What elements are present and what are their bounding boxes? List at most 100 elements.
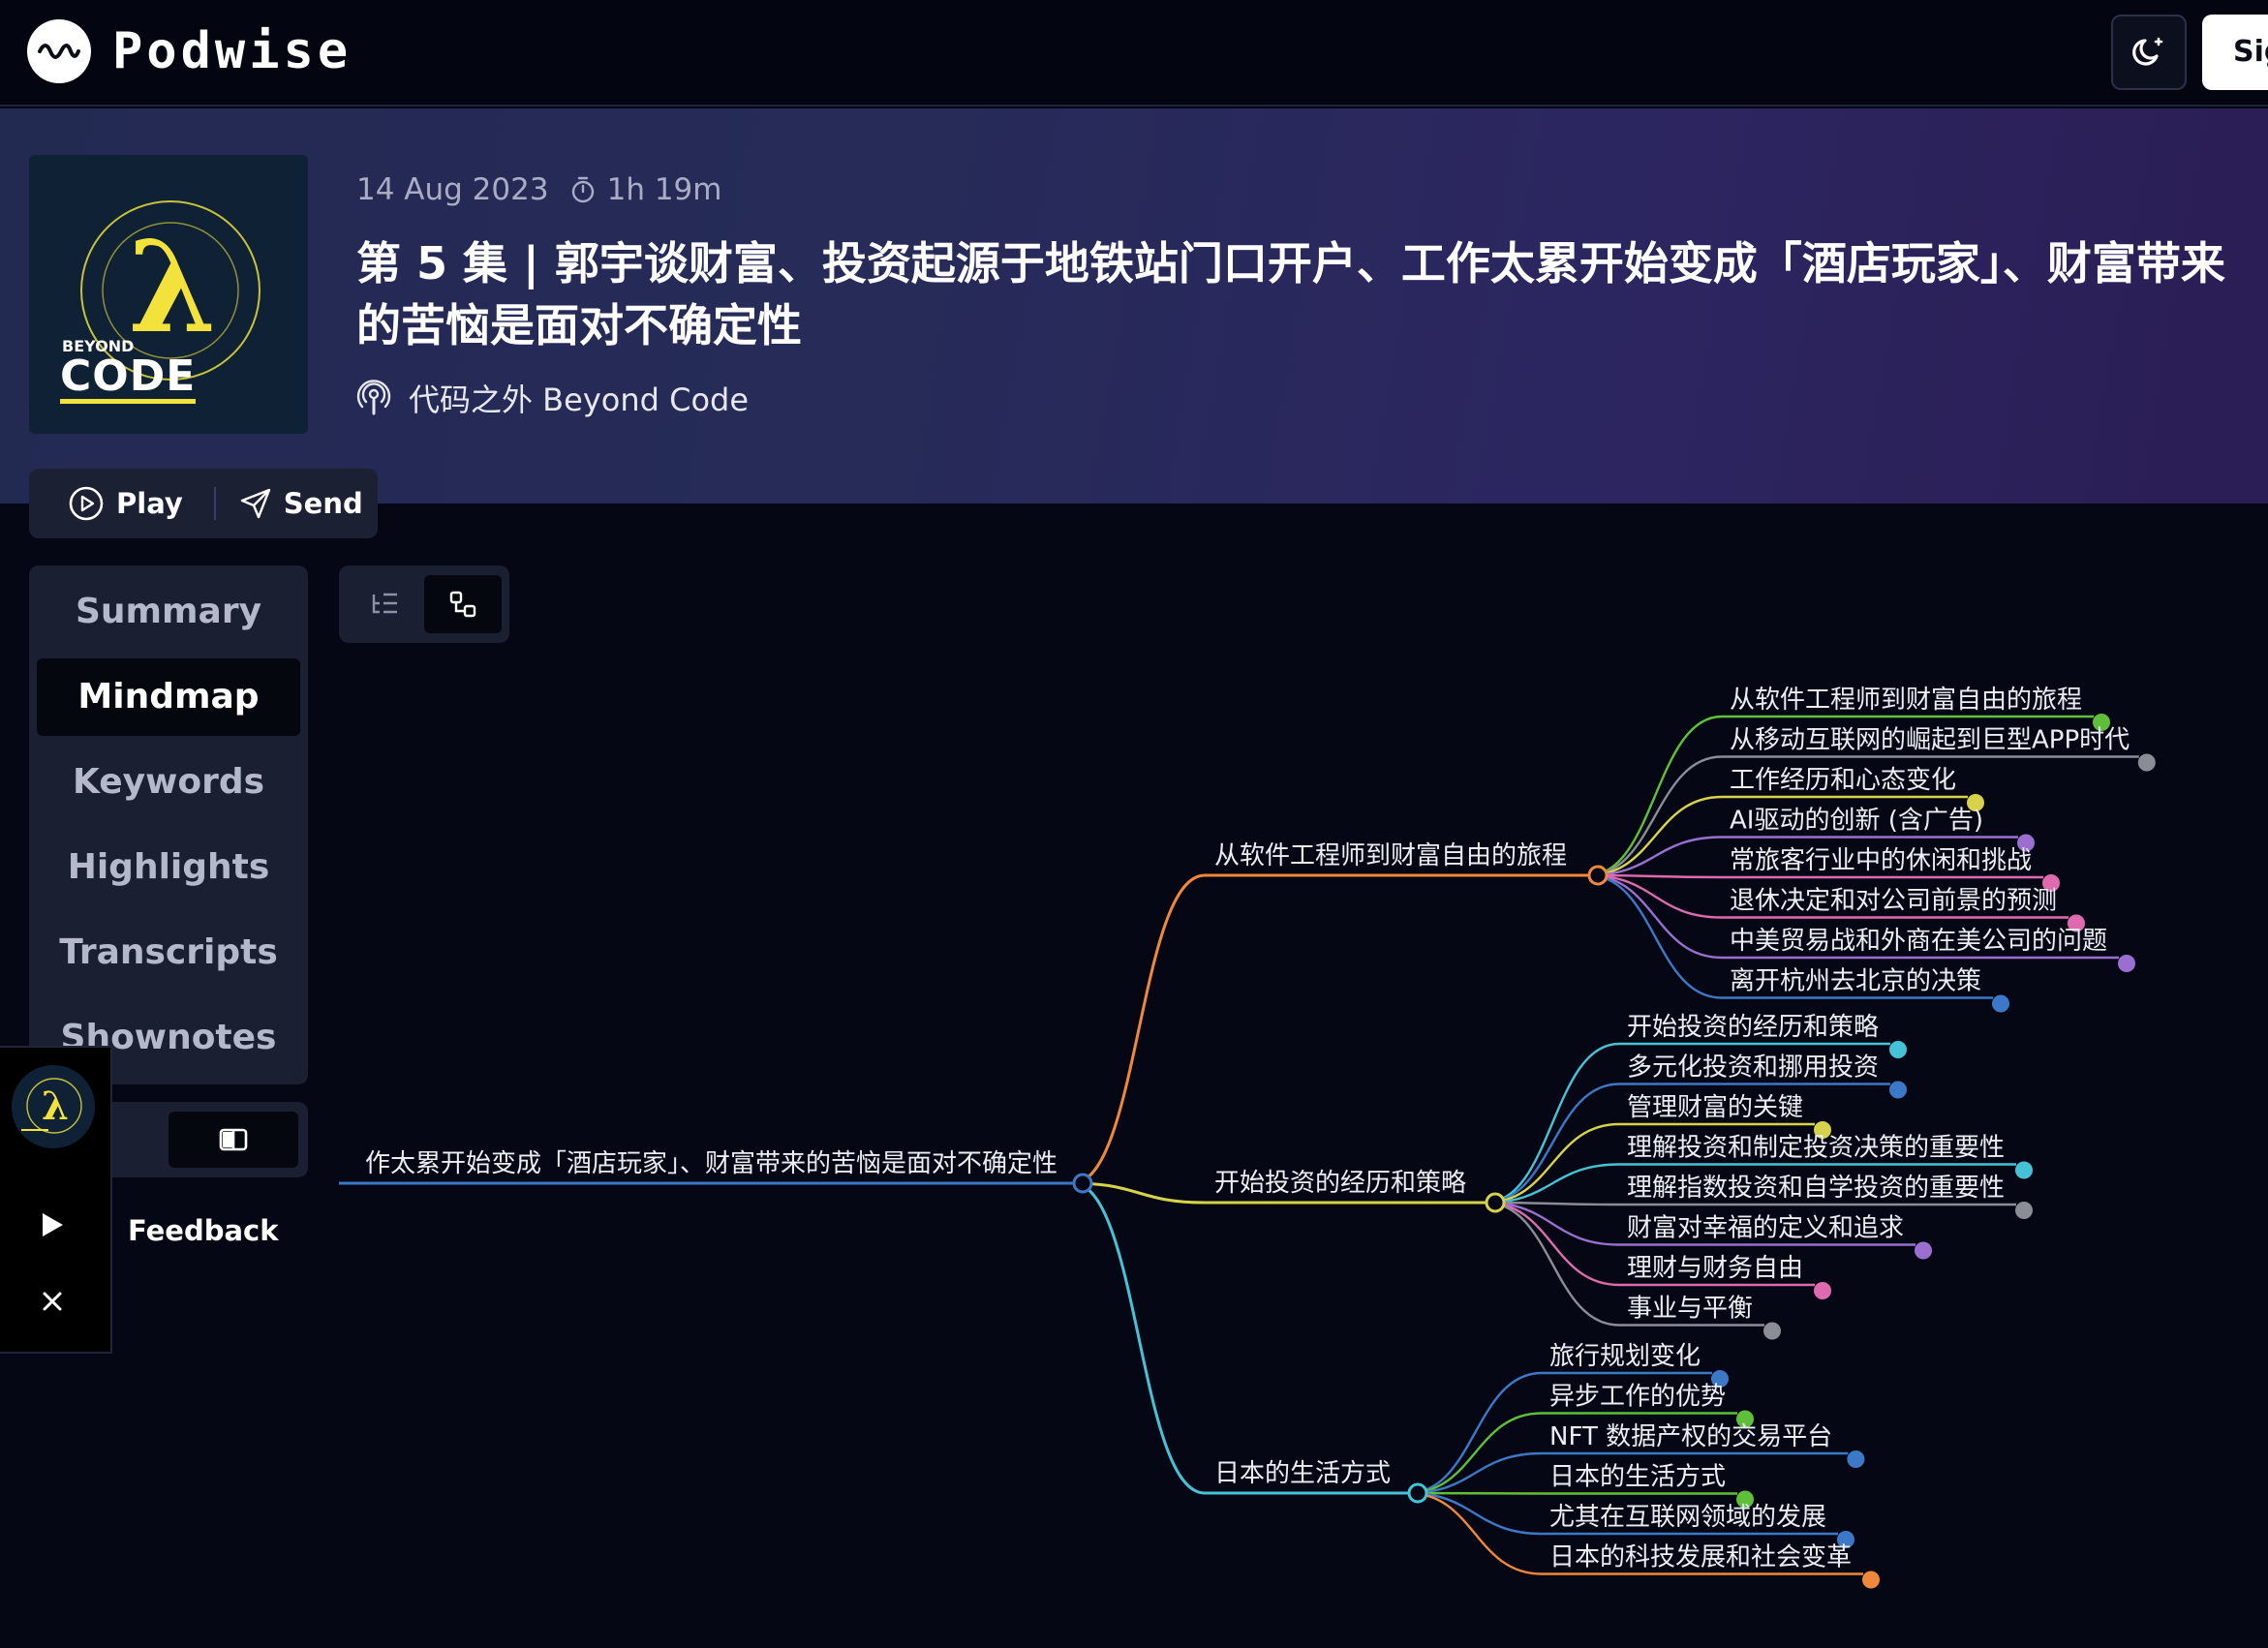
app-name: Podwise: [112, 22, 352, 80]
mindmap-leaf-node: 日本的生活方式: [1549, 1463, 1726, 1492]
outline-list-icon: [372, 593, 397, 614]
mindmap-leaf-dot: [1915, 1241, 1932, 1260]
mindmap-leaf-dot: [2118, 955, 2135, 972]
mindmap-root-node: 作太累开始变成「酒店玩家」、财富带来的苦恼是面对不确定性: [365, 1149, 1057, 1178]
mindmap-leaf-dot: [1889, 1041, 1907, 1058]
mindmap-leaf-node: 离开杭州去北京的决策: [1730, 967, 1981, 996]
mindmap-leaf-node: 异步工作的优势: [1549, 1383, 1726, 1412]
podwise-logo[interactable]: Podwise: [27, 19, 352, 83]
episode-header: [0, 108, 2268, 504]
mindmap-leaf-link: [1587, 873, 1723, 919]
mindmap-leaf-dot: [1711, 1370, 1729, 1388]
mindmap-view-button[interactable]: [424, 575, 502, 633]
mindmap-branch-node: 从软件工程师到财富自由的旅程: [1214, 841, 1567, 870]
cover-text-bottom: CODE: [60, 354, 197, 404]
theme-toggle-button[interactable]: [2111, 15, 2187, 90]
mindmap-leaf-dot: [2017, 834, 2035, 852]
podcast-icon: [356, 380, 391, 415]
mindmap-branch-link: [1072, 1181, 1206, 1495]
mindmap-leaf-node: 尤其在互联网领域的发展: [1549, 1503, 1826, 1532]
mindmap-branch-collapse-toggle: [1587, 865, 1609, 886]
mindmap-leaf-node: 日本的科技发展和社会变革: [1549, 1543, 1852, 1572]
close-icon: [43, 1292, 62, 1311]
mindmap-leaf-link: [1587, 755, 1723, 877]
mindmap-leaf-link: [1407, 1451, 1543, 1495]
mindmap-leaf-dot: [2015, 1202, 2033, 1219]
mindmap-leaf-node: 旅行规划变化: [1549, 1342, 1701, 1371]
episode-duration: 1h 19m: [606, 172, 722, 207]
mindmap-canvas[interactable]: 作太累开始变成「酒店玩家」、财富带来的苦恼是面对不确定性 从软件工程师到财富自由的…: [329, 678, 2268, 1648]
podcast-cover: λ BEYOND CODE: [29, 155, 308, 434]
mindmap-leaf-node: 财富对幸福的定义和追求: [1627, 1214, 1904, 1243]
mindmap-branch-node: 日本的生活方式: [1214, 1459, 1391, 1488]
sign-in-button[interactable]: Sig: [2202, 15, 2268, 90]
mindmap-leaf-dot: [1847, 1450, 1865, 1468]
mindmap-leaf-dot: [1763, 1322, 1781, 1340]
nav-highlights[interactable]: Highlights: [67, 847, 270, 887]
mindmap-leaf-link: [1407, 1371, 1543, 1495]
send-button[interactable]: Send: [239, 487, 363, 520]
episode-title: 第 5 集 | 郭宇谈财富、投资起源于地铁站门口开户、工作太累开始变成「酒店玩家…: [356, 232, 2268, 356]
mindmap-leaf-dot: [1889, 1081, 1907, 1099]
mindmap-leaf-node: 常旅客行业中的休闲和挑战: [1730, 846, 2032, 875]
mindmap-leaf-dot: [1736, 1410, 1754, 1428]
nav-keywords[interactable]: Keywords: [72, 762, 265, 802]
mindmap-leaf-node: 工作经历和心态变化: [1730, 766, 1956, 795]
podcast-link[interactable]: 代码之外 Beyond Code: [356, 376, 749, 420]
mindmap-leaf-dot: [1814, 1121, 1831, 1139]
mindmap-leaf-link: [1485, 1201, 1620, 1246]
nav-mindmap[interactable]: Mindmap: [37, 658, 300, 736]
mindmap-leaf-link: [1485, 1042, 1620, 1205]
moon-icon: [2132, 37, 2163, 66]
mindmap-leaf-link: [1407, 1491, 1543, 1536]
divider: [213, 487, 216, 520]
mindmap-leaf-dot: [1736, 1490, 1754, 1509]
mindmap-leaf-dot: [2042, 874, 2060, 892]
mindmap-leaf-dot: [1992, 994, 2009, 1013]
mindmap-leaf-dot: [2137, 753, 2156, 772]
mindmap-leaf-link: [1587, 715, 1723, 877]
outline-view-button[interactable]: [347, 575, 424, 633]
feedback-link[interactable]: Feedback: [128, 1214, 279, 1247]
mindmap-branch-collapse-toggle: [1407, 1482, 1428, 1504]
mindmap-leaf-link: [1587, 836, 1723, 877]
mindmap-branch-node: 开始投资的经历和策略: [1214, 1169, 1466, 1198]
mindmap-leaf-dot: [2015, 1161, 2033, 1179]
mindmap-leaf-link: [1587, 873, 1723, 999]
mindmap-leaf-node: 从软件工程师到财富自由的旅程: [1730, 686, 2082, 715]
mindmap-leaf-node: 事业与平衡: [1627, 1295, 1753, 1324]
mindmap-leaf-link: [1485, 1163, 1620, 1205]
mini-play-button[interactable]: [39, 1210, 66, 1243]
mindmap-branch-link: [1072, 873, 1206, 1185]
mindmap-leaf-node: 多元化投资和挪用投资: [1627, 1053, 1879, 1083]
cover-text-top: BEYOND: [62, 337, 135, 355]
mindmap-leaf-node: 从移动互联网的崛起到巨型APP时代: [1730, 726, 2130, 755]
mindmap-leaf-dot: [1967, 794, 1984, 811]
mindmap-leaf-link: [1587, 795, 1723, 877]
mindmap-leaf-node: 开始投资的经历和策略: [1627, 1013, 1879, 1042]
mindmap-nodes-icon: [449, 591, 476, 618]
mindmap-leaf-link: [1587, 873, 1723, 960]
play-circle-icon: [69, 486, 104, 521]
mindmap-leaf-link: [1485, 1122, 1620, 1205]
mindmap-svg: 作太累开始变成「酒店玩家」、财富带来的苦恼是面对不确定性 从软件工程师到财富自由的…: [339, 686, 2156, 1589]
mindmap-leaf-dot: [1837, 1531, 1854, 1548]
split-view-button[interactable]: [169, 1112, 298, 1168]
mindmap-leaf-dot: [1814, 1282, 1831, 1299]
stopwatch-icon: [571, 176, 594, 203]
nav-transcripts[interactable]: Transcripts: [59, 932, 278, 972]
nav-summary[interactable]: Summary: [75, 592, 262, 631]
mindmap-leaf-node: NFT 数据产权的交易平台: [1549, 1422, 1832, 1451]
mindmap-leaf-node: 中美贸易战和外商在美公司的问题: [1730, 927, 2107, 956]
columns-icon: [219, 1128, 248, 1151]
episode-date: 14 Aug 2023: [356, 172, 549, 207]
mindmap-leaf-node: 管理财富的关键: [1627, 1093, 1803, 1122]
svg-text:λ: λ: [128, 213, 216, 361]
mindmap-view-switch: [339, 565, 509, 643]
top-bar: Podwise Sig: [0, 0, 2268, 107]
mini-close-button[interactable]: [41, 1290, 64, 1317]
mindmap-root-collapse-toggle: [1072, 1173, 1093, 1194]
play-button[interactable]: Play: [68, 485, 183, 522]
podcast-name: 代码之外 Beyond Code: [409, 381, 750, 418]
mini-player: λ: [0, 1046, 112, 1354]
